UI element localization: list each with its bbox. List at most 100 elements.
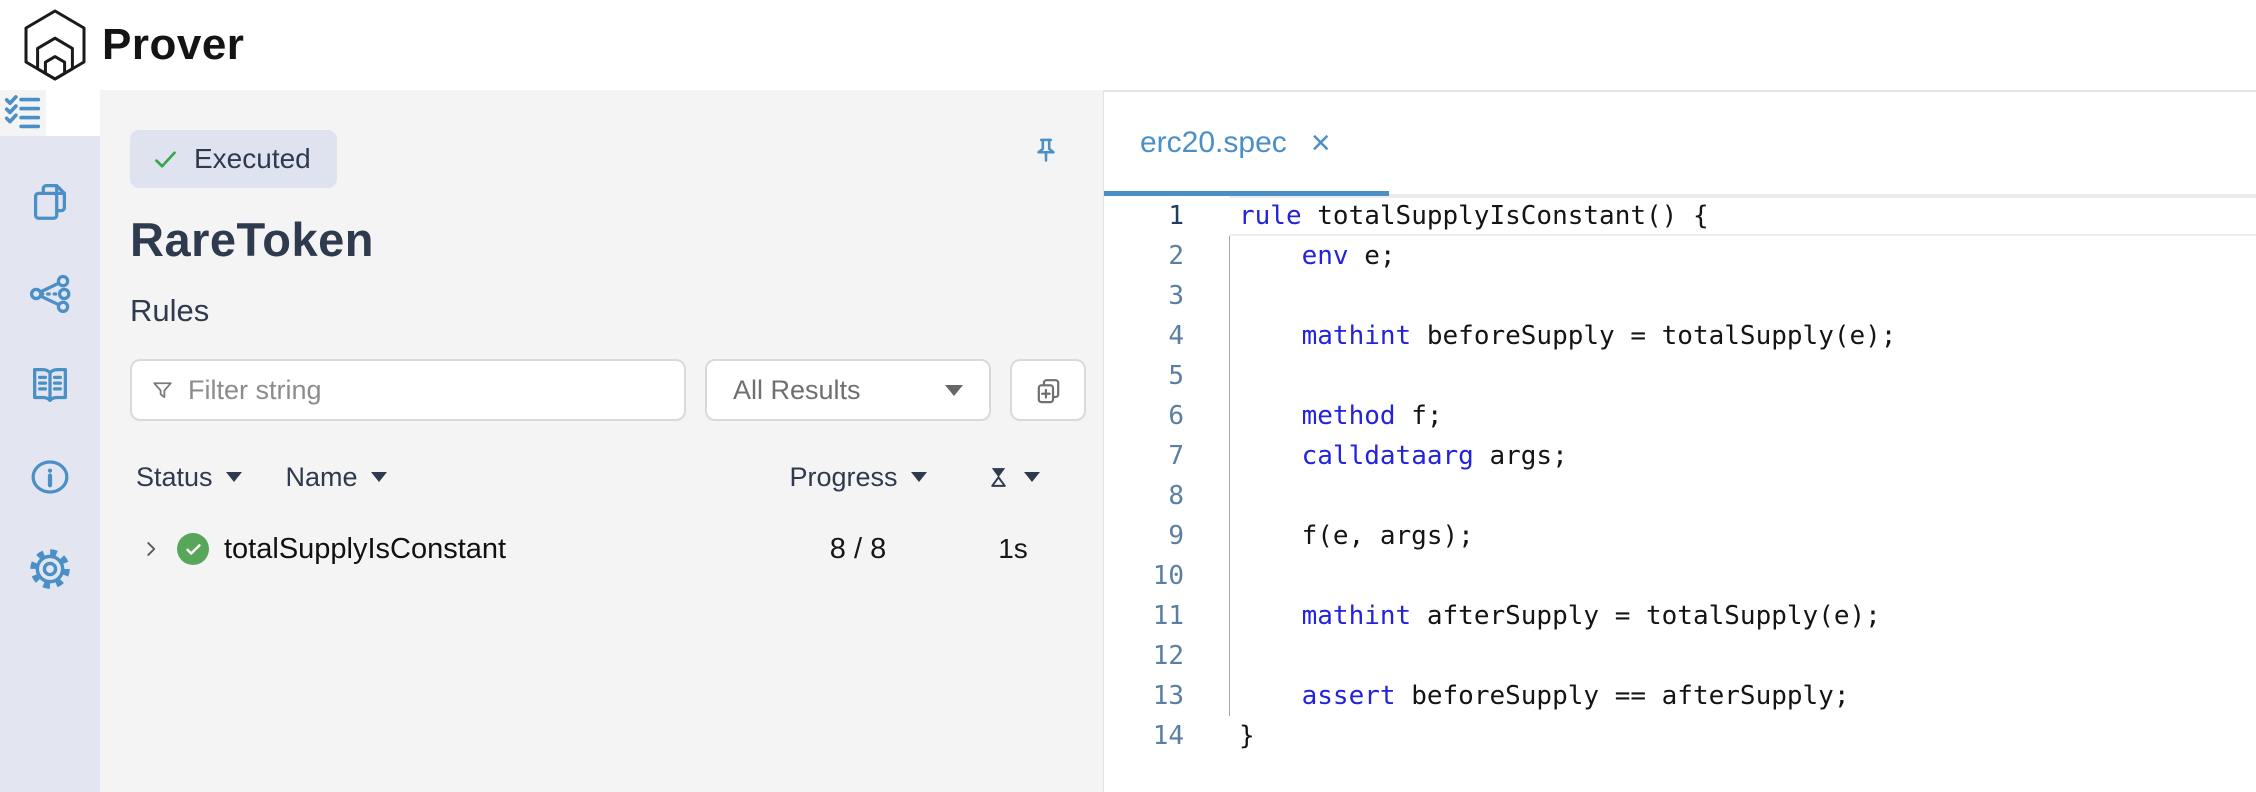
code-line-14[interactable]: 14}: [1104, 716, 2256, 756]
line-number[interactable]: 1: [1168, 201, 1184, 231]
code-line-text: [1229, 556, 2256, 596]
column-label-status: Status: [136, 461, 213, 492]
copy-plus-icon: [1037, 378, 1059, 403]
column-label-progress: Progress: [789, 461, 898, 492]
tab-erc20-spec[interactable]: erc20.spec ×: [1104, 92, 1389, 196]
chevron-right-icon: [147, 542, 156, 556]
code-line-1[interactable]: 1 rule totalSupplyIsConstant() {: [1104, 196, 2256, 236]
table-row[interactable]: totalSupplyIsConstant 8 / 8 1s: [130, 521, 1073, 577]
code-line-5[interactable]: 5: [1104, 356, 2256, 396]
checklist-icon: [4, 95, 41, 129]
check-icon: [155, 150, 176, 168]
editor-tab-bar: erc20.spec ×: [1104, 92, 2256, 196]
info-icon: [31, 460, 69, 494]
book-icon: [33, 368, 67, 402]
table-header-row: Status Name Progress: [130, 453, 1073, 501]
brand: Prover: [22, 9, 244, 81]
code-line-6[interactable]: 6 method f;: [1104, 396, 2256, 436]
code-line-text: mathint afterSupply = totalSupply(e);: [1229, 596, 2256, 636]
line-number[interactable]: 5: [1168, 361, 1184, 391]
call-graph-icon: [29, 274, 71, 314]
code-line-2[interactable]: 2 env e;: [1104, 236, 2256, 276]
column-header-name[interactable]: Name: [286, 462, 387, 493]
code-line-text: [1229, 276, 2256, 316]
prover-logo-icon: [24, 9, 86, 81]
code-line-11[interactable]: 11 mathint afterSupply = totalSupply(e);: [1104, 596, 2256, 636]
gear-icon: [30, 549, 70, 589]
page-title: RareToken: [130, 213, 374, 266]
code-line-text: calldataarg args;: [1229, 436, 2256, 476]
code-line-text: rule totalSupplyIsConstant() {: [1229, 196, 2256, 236]
sort-caret-icon: [910, 472, 927, 482]
sidebar-item-rules-active[interactable]: [0, 90, 46, 136]
rule-duration: 1s: [998, 533, 1028, 564]
sort-caret-icon: [225, 472, 242, 482]
code-line-9[interactable]: 9 f(e, args);: [1104, 516, 2256, 556]
line-number[interactable]: 9: [1168, 521, 1184, 551]
filter-funnel-icon: [153, 381, 172, 398]
code-line-10[interactable]: 10: [1104, 556, 2256, 596]
results-dropdown-value: All Results: [733, 374, 861, 405]
code-line-4[interactable]: 4 mathint beforeSupply = totalSupply(e);: [1104, 316, 2256, 356]
verified-status-icon: [177, 533, 209, 565]
sidebar-item-files[interactable]: [27, 178, 73, 224]
expand-row-button[interactable]: [140, 538, 162, 560]
code-editor: erc20.spec × 1 rule totalSupplyIsConstant…: [1103, 90, 2256, 792]
code-line-text: env e;: [1229, 236, 2256, 276]
brand-name: Prover: [102, 20, 245, 69]
line-number[interactable]: 10: [1152, 561, 1184, 591]
column-label-name: Name: [285, 461, 358, 492]
rule-name[interactable]: totalSupplyIsConstant: [224, 532, 507, 565]
line-number[interactable]: 14: [1152, 721, 1184, 751]
line-number[interactable]: 3: [1168, 281, 1184, 311]
line-number[interactable]: 7: [1168, 441, 1184, 471]
line-number[interactable]: 4: [1168, 321, 1184, 351]
line-number[interactable]: 11: [1152, 601, 1184, 631]
sidebar-item-info[interactable]: [27, 454, 73, 500]
code-line-text: [1229, 356, 2256, 396]
sidebar-item-call-graph[interactable]: [27, 270, 73, 316]
sidebar-items: [0, 136, 100, 792]
tab-label: erc20.spec: [1140, 126, 1287, 159]
column-header-progress[interactable]: Progress: [763, 462, 953, 493]
run-panel: Executed RareToken Rules: [100, 90, 1103, 792]
sort-caret-icon: [1024, 472, 1040, 482]
rule-progress: 8 / 8: [829, 532, 887, 565]
line-number[interactable]: 13: [1152, 681, 1184, 711]
close-tab-icon[interactable]: ×: [1310, 124, 1331, 162]
duplicate-filter-button[interactable]: [1010, 359, 1086, 421]
sidebar-item-settings[interactable]: [27, 546, 73, 592]
code-line-12[interactable]: 12: [1104, 636, 2256, 676]
line-number[interactable]: 12: [1152, 641, 1184, 671]
column-header-duration[interactable]: [953, 465, 1073, 490]
pin-icon: [1037, 138, 1055, 162]
status-badge: Executed: [130, 130, 337, 188]
line-number[interactable]: 2: [1168, 241, 1184, 271]
pin-button[interactable]: [1029, 134, 1063, 171]
code-line-7[interactable]: 7 calldataarg args;: [1104, 436, 2256, 476]
copy-files-icon: [33, 184, 67, 220]
code-line-text: f(e, args);: [1229, 516, 2256, 556]
filter-input-wrap: [130, 359, 686, 421]
code-line-text: [1229, 636, 2256, 676]
filter-input[interactable]: [188, 374, 666, 406]
code-line-8[interactable]: 8: [1104, 476, 2256, 516]
code-line-text: method f;: [1229, 396, 2256, 436]
hourglass-icon: [991, 467, 1006, 487]
column-header-status[interactable]: Status: [136, 462, 242, 493]
code-line-text: mathint beforeSupply = totalSupply(e);: [1229, 316, 2256, 356]
code-line-text: assert beforeSupply == afterSupply;: [1229, 676, 2256, 716]
code-line-13[interactable]: 13 assert beforeSupply == afterSupply;: [1104, 676, 2256, 716]
app-header: Prover: [0, 0, 2256, 90]
results-dropdown[interactable]: All Results: [705, 359, 991, 421]
sidebar-item-docs[interactable]: [27, 362, 73, 408]
code-line-3[interactable]: 3: [1104, 276, 2256, 316]
chevron-down-icon: [945, 384, 963, 396]
sidebar: [0, 90, 100, 792]
line-number[interactable]: 6: [1168, 401, 1184, 431]
line-number[interactable]: 8: [1168, 481, 1184, 511]
code-line-text: [1229, 476, 2256, 516]
sort-caret-icon: [370, 472, 387, 482]
